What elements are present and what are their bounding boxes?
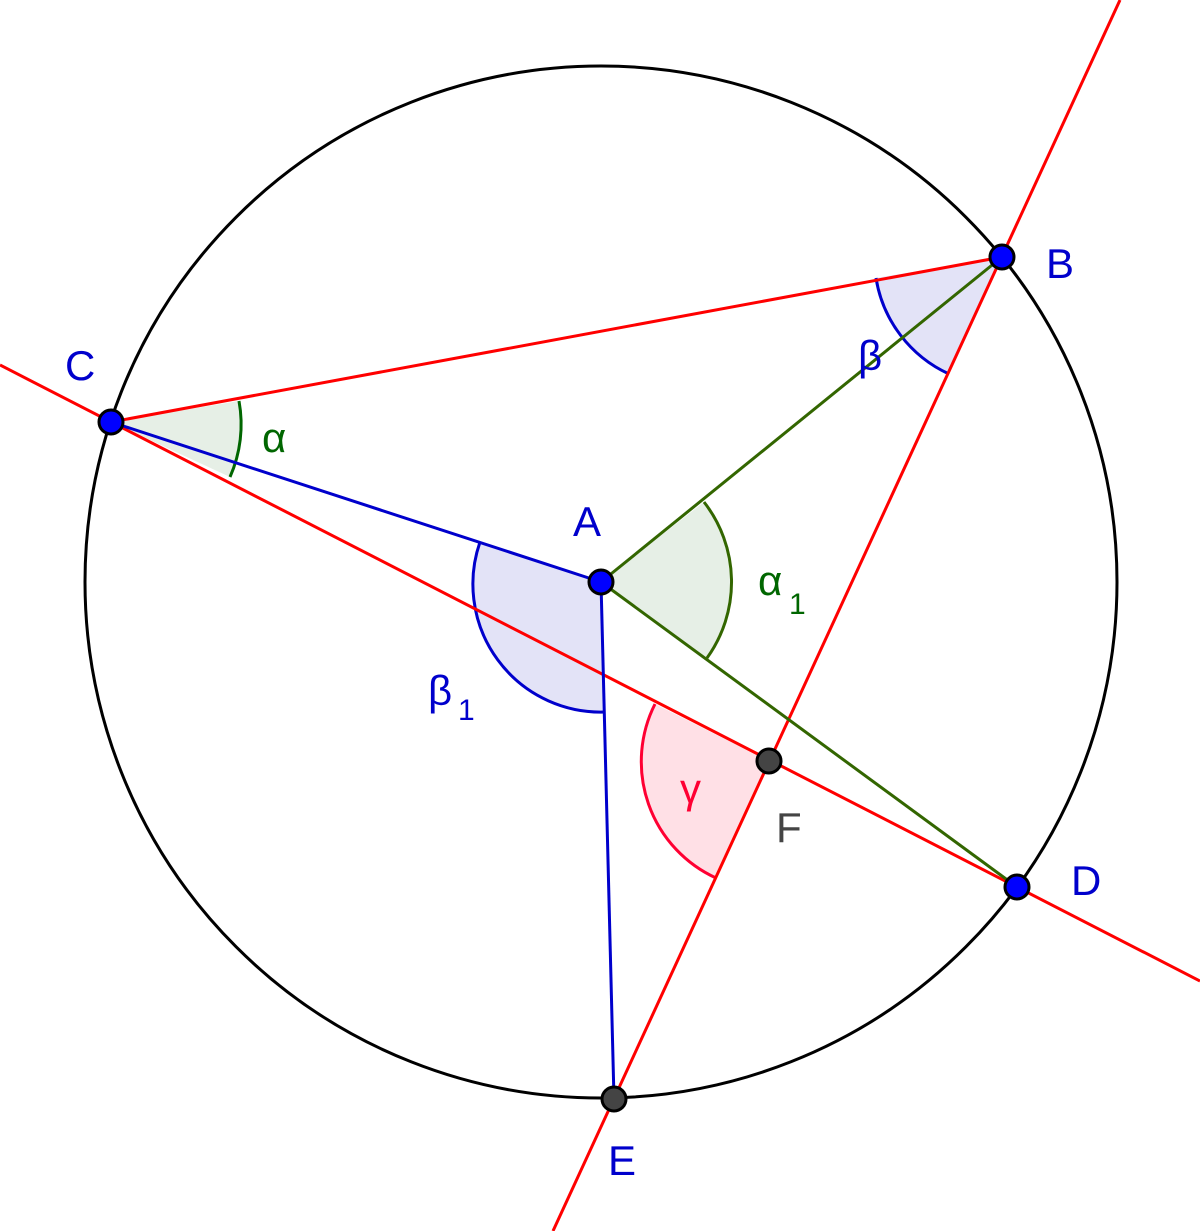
angle-gamma-sector xyxy=(641,704,769,878)
point-f[interactable] xyxy=(755,747,783,775)
point-c[interactable] xyxy=(97,408,125,436)
label-beta1-base: β xyxy=(428,667,452,714)
angle-alpha-arc xyxy=(228,400,243,478)
label-alpha1-sub: 1 xyxy=(789,588,806,621)
angle-beta-arc xyxy=(874,277,950,376)
point-a[interactable] xyxy=(587,568,615,596)
label-gamma: γ xyxy=(680,765,701,812)
label-alpha1: α1 xyxy=(758,557,806,621)
label-b: B xyxy=(1046,240,1074,287)
label-beta: β xyxy=(858,332,882,379)
segment-cb xyxy=(110,255,1003,424)
label-a: A xyxy=(573,498,601,545)
angle-alpha1-sector xyxy=(601,502,732,658)
segment-ab xyxy=(600,255,1003,584)
label-e: E xyxy=(608,1137,636,1184)
label-c: C xyxy=(65,342,95,389)
label-d: D xyxy=(1071,857,1101,904)
label-beta1-sub: 1 xyxy=(458,694,475,727)
line-be xyxy=(551,0,1122,1231)
label-f: F xyxy=(776,804,802,851)
angle-alpha1-arc xyxy=(702,501,734,659)
angle-beta1-sector xyxy=(472,542,605,713)
segment-ca xyxy=(110,420,602,584)
angle-alpha-sector xyxy=(111,401,242,477)
point-e[interactable] xyxy=(600,1085,628,1113)
segment-ae xyxy=(599,581,616,1100)
label-alpha: α xyxy=(262,414,286,461)
line-cd xyxy=(0,363,1200,983)
point-b[interactable] xyxy=(988,243,1016,271)
point-d[interactable] xyxy=(1003,873,1031,901)
label-alpha1-base: α xyxy=(758,557,782,604)
angle-beta1-arc xyxy=(471,541,606,714)
angle-gamma-arc xyxy=(639,703,717,880)
segment-ad xyxy=(600,580,1018,889)
angle-beta-sector xyxy=(876,257,1002,374)
